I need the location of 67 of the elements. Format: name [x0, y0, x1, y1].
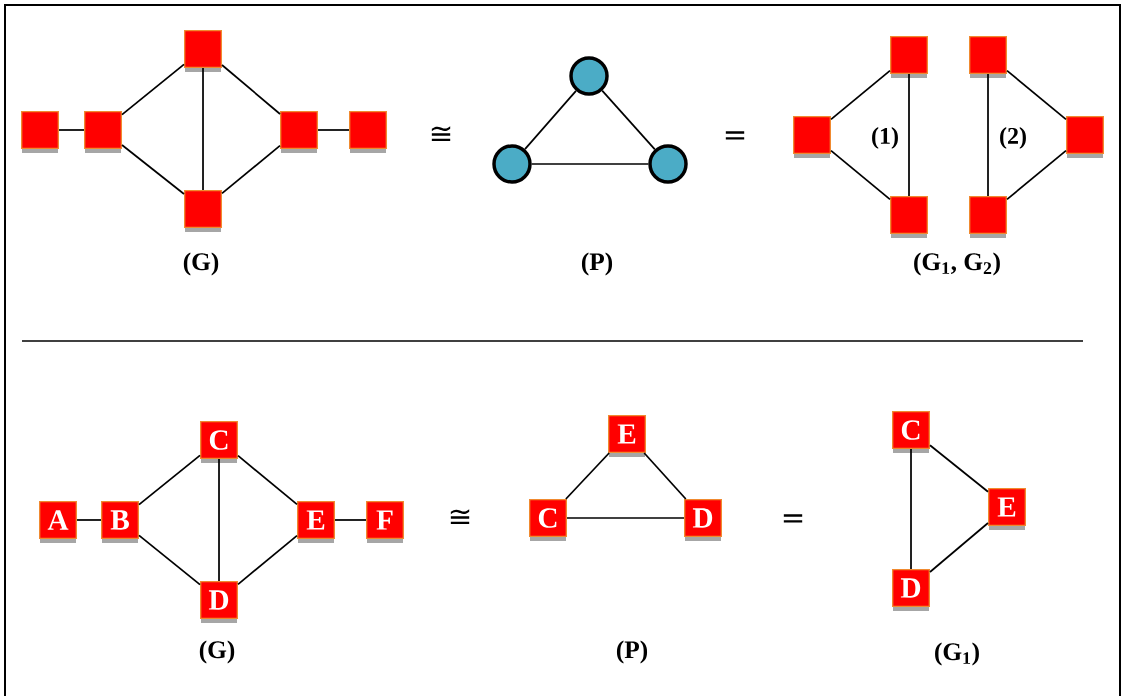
graph-caption: (G$_{1}$): [935, 642, 979, 666]
graph-caption: (P): [616, 640, 648, 664]
edge-line: [524, 90, 577, 150]
square-node: [349, 111, 387, 153]
edge-line: [929, 522, 989, 573]
square-node: [1066, 116, 1104, 158]
edge-line: [830, 69, 891, 121]
relation-symbol: =: [783, 514, 803, 523]
edge-line: [830, 149, 891, 201]
circle-node: [492, 144, 532, 184]
edge-line: [1006, 69, 1067, 121]
edge-line: [530, 163, 650, 165]
edge-line: [202, 67, 204, 191]
square-node: [184, 190, 222, 232]
edge-line: [58, 129, 85, 131]
edge-line: [908, 73, 910, 197]
edge-line: [221, 64, 281, 115]
square-node: E: [608, 415, 646, 457]
edge-line: [218, 458, 220, 582]
graph-caption: (G$_{1}$, G$_{2}$): [914, 252, 1000, 276]
square-node: C: [529, 499, 567, 541]
square-node: E: [988, 488, 1026, 530]
square-node: C: [200, 421, 238, 463]
square-node: C: [892, 411, 930, 453]
square-node: [890, 196, 928, 238]
square-node: [21, 111, 59, 153]
edge-line: [987, 73, 989, 197]
graph-caption: (P): [581, 252, 613, 276]
square-node: D: [684, 499, 722, 541]
triangle-label: (2): [1000, 127, 1026, 149]
edge-line: [237, 534, 298, 586]
square-node: [969, 36, 1007, 78]
edge-line: [237, 454, 298, 506]
graph-caption: (G): [183, 252, 219, 276]
circle-node: [648, 144, 688, 184]
edge-line: [221, 144, 281, 195]
square-node: [84, 111, 122, 153]
edge-line: [317, 129, 350, 131]
edge-line: [929, 444, 989, 493]
square-node: E: [297, 501, 335, 543]
edge-line: [566, 517, 685, 519]
triangle-label: (1): [872, 127, 898, 149]
square-node: D: [200, 581, 238, 623]
square-node: A: [39, 501, 77, 543]
square-node: [280, 111, 318, 153]
edge-line: [138, 534, 201, 586]
edge-line: [138, 454, 201, 506]
square-node: [890, 36, 928, 78]
edge-line: [76, 519, 102, 521]
edge-line: [565, 452, 610, 500]
square-node: D: [892, 569, 930, 611]
square-node: F: [366, 501, 404, 543]
relation-symbol: ≅: [431, 126, 451, 142]
edge-line: [334, 519, 367, 521]
square-node: [793, 116, 831, 158]
edge-line: [1006, 149, 1067, 201]
relation-symbol: =: [725, 131, 745, 140]
edge-line: [121, 63, 185, 116]
square-node: B: [101, 501, 139, 543]
edge-line: [643, 452, 687, 500]
edge-line: [121, 144, 185, 195]
square-node: [969, 196, 1007, 238]
relation-symbol: ≅: [450, 509, 470, 525]
square-node: [184, 30, 222, 72]
edge-line: [910, 448, 912, 570]
edge-line: [601, 89, 656, 151]
circle-node: [569, 56, 609, 96]
